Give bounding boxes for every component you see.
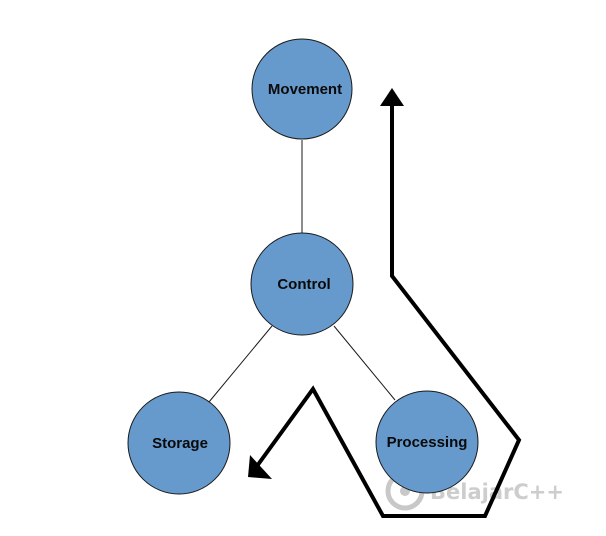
edge-control-storage: [208, 325, 273, 403]
node-processing: Processing: [375, 390, 479, 494]
node-processing-label: Processing: [387, 434, 468, 451]
node-movement: Movement: [251, 38, 353, 140]
node-control: Control: [250, 232, 354, 336]
node-control-label: Control: [277, 276, 330, 293]
edge-control-processing: [333, 325, 396, 401]
flow-arrow-head-up: [380, 88, 404, 106]
node-storage-label: Storage: [152, 435, 208, 452]
node-movement-label: Movement: [268, 81, 342, 98]
node-storage: Storage: [127, 391, 231, 495]
flow-arrow-path: [255, 105, 522, 518]
flow-arrow-head-down-left: [248, 455, 272, 479]
flow-arrow: [248, 88, 522, 518]
